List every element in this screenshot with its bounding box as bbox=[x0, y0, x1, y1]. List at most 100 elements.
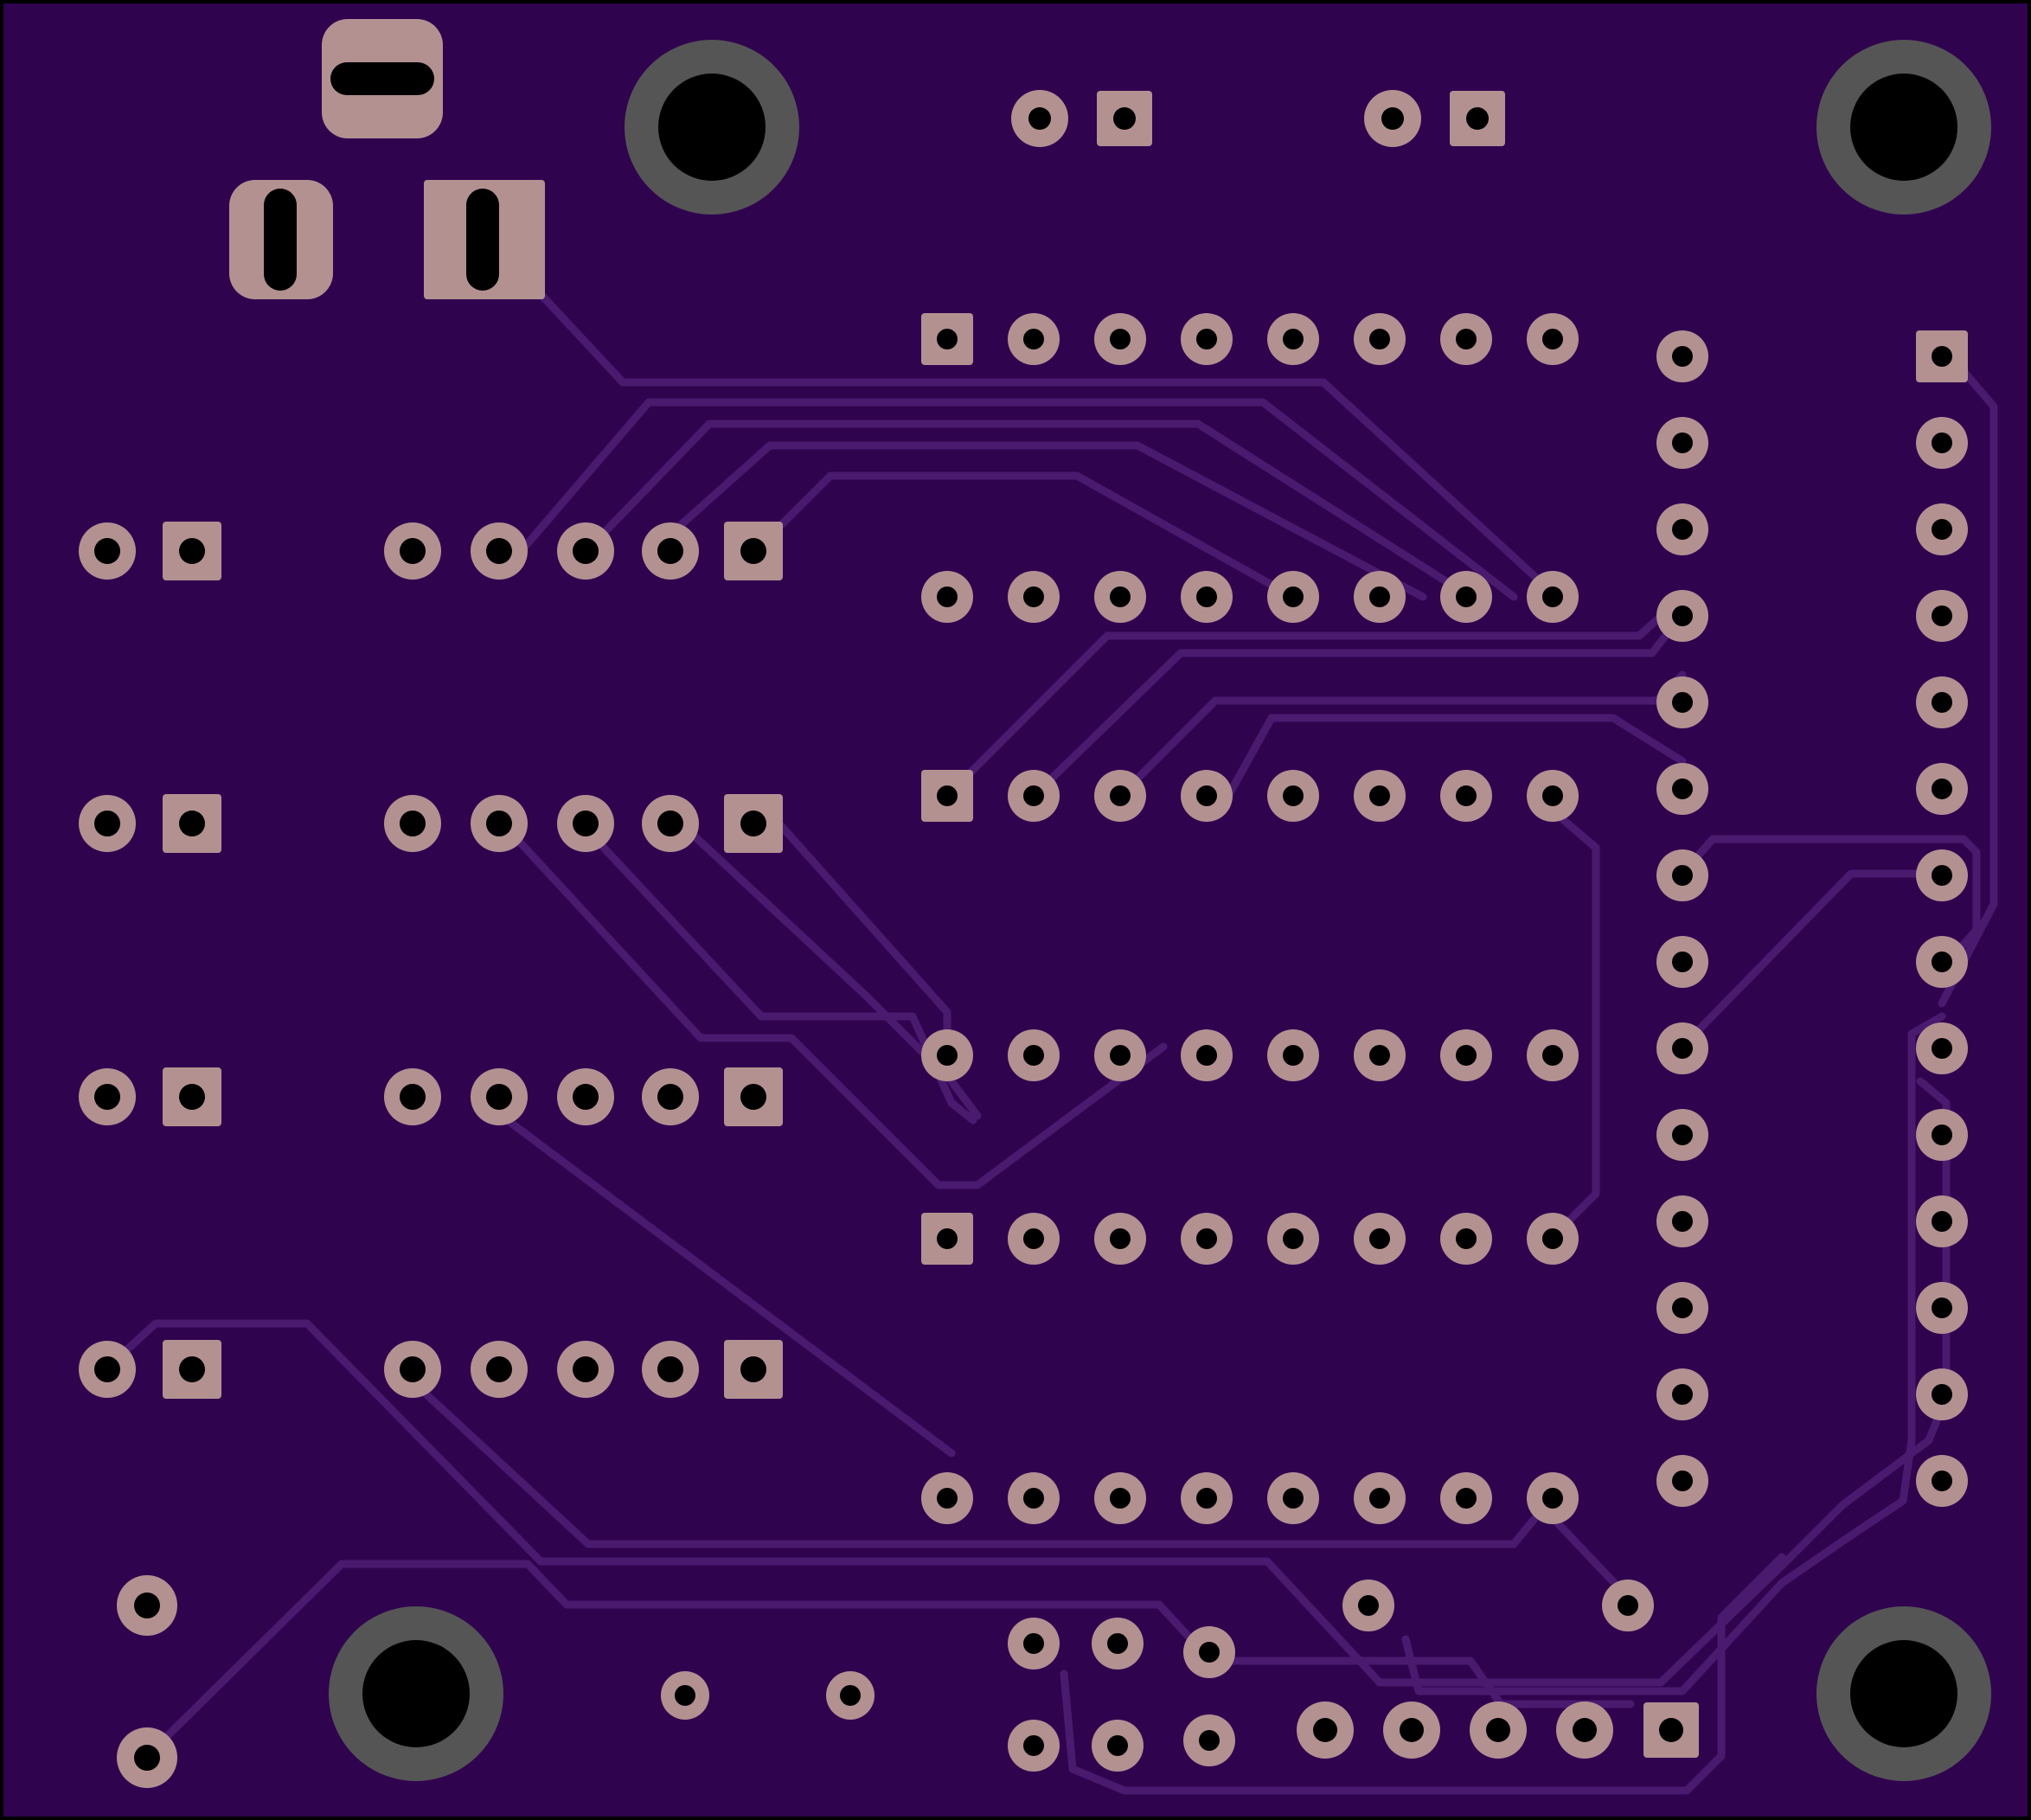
pad-drill bbox=[1196, 586, 1217, 607]
slot-pad-icon bbox=[322, 19, 443, 138]
pad-drill bbox=[840, 1685, 861, 1706]
pad-drill bbox=[400, 1356, 426, 1382]
pad-drill bbox=[675, 1685, 695, 1706]
pad-drill bbox=[1932, 865, 1952, 886]
round-pad-icon bbox=[471, 795, 528, 852]
round-pad-icon bbox=[1354, 313, 1406, 365]
pad-drill bbox=[400, 1084, 426, 1110]
mounting-hole-icon bbox=[1816, 1606, 1991, 1781]
round-pad-icon bbox=[1267, 571, 1319, 623]
round-pad-icon bbox=[1656, 330, 1708, 382]
round-pad-icon bbox=[642, 1068, 699, 1125]
round-pad-icon bbox=[1527, 1029, 1579, 1081]
pad-drill bbox=[1196, 1228, 1217, 1249]
copper-trace bbox=[575, 817, 977, 1125]
pad-drill bbox=[1932, 952, 1952, 972]
round-pad-icon bbox=[1656, 1022, 1708, 1074]
pad-drill bbox=[179, 1356, 205, 1382]
round-pad-icon bbox=[1656, 1368, 1708, 1420]
copper-trace bbox=[515, 398, 1518, 601]
copper-trace bbox=[489, 809, 1168, 1189]
pad-drill bbox=[1672, 1211, 1693, 1232]
pad-drill bbox=[1196, 329, 1217, 349]
round-pad-icon bbox=[1916, 1022, 1968, 1074]
pad-drill bbox=[1110, 785, 1131, 806]
pad-drill bbox=[657, 1084, 683, 1110]
copper-trace bbox=[1224, 714, 1687, 800]
round-pad-icon bbox=[1916, 936, 1968, 988]
pad-drill bbox=[573, 1356, 599, 1382]
pad-drill bbox=[1672, 952, 1693, 972]
pad-drill bbox=[740, 1084, 766, 1110]
pad-drill bbox=[1028, 107, 1051, 130]
pad-drill bbox=[1672, 1298, 1693, 1318]
pad-drill bbox=[1369, 1045, 1390, 1066]
round-pad-icon bbox=[1656, 1109, 1708, 1161]
pad-drill bbox=[179, 811, 205, 836]
round-pad-icon bbox=[1440, 1213, 1492, 1265]
pad-drill bbox=[94, 811, 120, 836]
round-pad-icon bbox=[1011, 90, 1068, 147]
round-pad-icon bbox=[557, 795, 614, 852]
round-pad-icon bbox=[1656, 417, 1708, 469]
mounting-hole-drill bbox=[1850, 74, 1957, 181]
round-pad-icon bbox=[1092, 1720, 1144, 1772]
pad-drill bbox=[1672, 346, 1693, 367]
pad-drill bbox=[1456, 1488, 1477, 1509]
pad-drill bbox=[1023, 1045, 1044, 1066]
pad-drill bbox=[94, 1356, 120, 1382]
round-pad-icon bbox=[1181, 571, 1233, 623]
pad-drill bbox=[937, 1488, 958, 1509]
copper-trace bbox=[675, 817, 982, 1120]
pad-drill bbox=[1456, 1045, 1477, 1066]
round-pad-icon bbox=[1440, 770, 1492, 822]
pad-drill bbox=[1400, 1718, 1424, 1742]
pad-drill bbox=[573, 811, 599, 836]
round-pad-icon bbox=[1008, 1472, 1060, 1524]
copper-trace bbox=[644, 441, 1427, 601]
mounting-hole-icon bbox=[329, 1606, 503, 1781]
square-pad-icon bbox=[163, 1067, 221, 1126]
copper-trace bbox=[1678, 869, 1946, 1051]
round-pad-icon bbox=[1383, 1701, 1440, 1759]
slot-pad-icon bbox=[424, 180, 545, 299]
pad-drill bbox=[1369, 1488, 1390, 1509]
round-pad-icon bbox=[79, 1341, 136, 1398]
round-pad-icon bbox=[1094, 770, 1146, 822]
pad-drill bbox=[1381, 107, 1404, 130]
round-pad-icon bbox=[1267, 770, 1319, 822]
round-pad-icon bbox=[1181, 1472, 1233, 1524]
round-pad-icon bbox=[1470, 1701, 1527, 1759]
round-pad-icon bbox=[1008, 1720, 1060, 1772]
round-pad-icon bbox=[1916, 1195, 1968, 1247]
round-pad-icon bbox=[1440, 1472, 1492, 1524]
pad-drill bbox=[937, 785, 958, 806]
pad-drill bbox=[1110, 1488, 1131, 1509]
round-pad-icon bbox=[1267, 1029, 1319, 1081]
pad-drill bbox=[486, 1084, 512, 1110]
pad-drill bbox=[1023, 785, 1044, 806]
round-pad-icon bbox=[384, 1068, 441, 1125]
round-pad-icon bbox=[1916, 849, 1968, 901]
copper-trace bbox=[748, 471, 1297, 601]
round-pad-icon bbox=[826, 1671, 875, 1720]
round-pad-icon bbox=[384, 1341, 441, 1398]
pad-drill bbox=[1283, 1228, 1304, 1249]
round-pad-icon bbox=[471, 522, 528, 580]
pad-drill bbox=[1283, 329, 1304, 349]
round-pad-icon bbox=[1527, 1213, 1579, 1265]
pad-drill bbox=[1932, 1125, 1952, 1145]
round-pad-icon bbox=[471, 1068, 528, 1125]
round-pad-icon bbox=[642, 522, 699, 580]
pad-drill bbox=[400, 538, 426, 564]
pad-drill bbox=[740, 538, 766, 564]
pad-drill bbox=[1932, 1298, 1952, 1318]
pad-drill bbox=[1672, 779, 1693, 799]
round-pad-icon bbox=[1656, 503, 1708, 555]
round-pad-icon bbox=[1092, 1618, 1144, 1669]
copper-trace bbox=[536, 290, 1561, 601]
pad-drill bbox=[937, 329, 958, 349]
pad-drill bbox=[1283, 785, 1304, 806]
pad-drill bbox=[1196, 785, 1217, 806]
round-pad-icon bbox=[921, 571, 973, 623]
